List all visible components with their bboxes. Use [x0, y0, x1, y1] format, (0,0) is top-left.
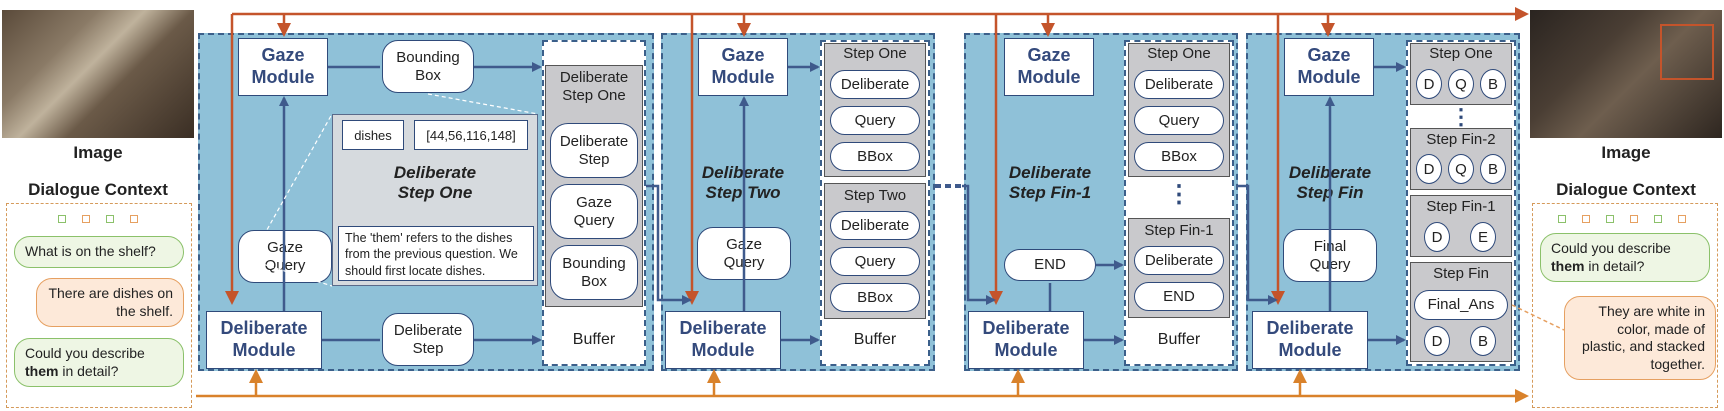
right-context-box	[1532, 203, 1718, 408]
stage4-step-fin1-d: D	[1424, 222, 1450, 252]
stage3-gaze-module: Gaze Module	[1004, 38, 1094, 96]
stage1-zoom-label: Deliberate Step One	[393, 163, 477, 202]
stage3-group-2-title: Step Fin-1	[1144, 222, 1214, 239]
left-bubble-answer1: There are dishes on the shelf.	[36, 278, 184, 327]
right-bubble-question: Could you describe them in detail?	[1540, 233, 1710, 282]
stage1-buffer-item-3: Bounding Box	[550, 245, 638, 300]
input-image	[2, 10, 194, 138]
stage4-step-one-d: D	[1416, 69, 1442, 99]
stage3-end-pill: END	[1004, 249, 1096, 281]
stage1-deliberate-step-pill: Deliberate Step	[382, 313, 474, 366]
stage4-deliberate-module: Deliberate Module	[1252, 311, 1368, 369]
stage3-buffer-label: Buffer	[1157, 331, 1201, 348]
stage4-step-fin2-d: D	[1416, 154, 1442, 184]
stage4-step-label: Deliberate Step Fin	[1288, 163, 1372, 202]
stage1-gaze-module: Gaze Module	[238, 38, 328, 96]
right-context-title: Dialogue Context	[1556, 180, 1696, 199]
stage1-bounding-box-pill: Bounding Box	[382, 40, 474, 93]
stage4-step-fin2-q: Q	[1448, 154, 1474, 184]
stage2-gaze-module: Gaze Module	[698, 38, 788, 96]
stage3-deliberate-module: Deliberate Module	[968, 311, 1084, 369]
right-bubble-answer: They are white in color, made of plastic…	[1564, 296, 1716, 380]
stage4-step-fin-b: B	[1470, 326, 1496, 356]
stage4-step-fin-d: D	[1424, 326, 1450, 356]
stage4-gaze-module: Gaze Module	[1284, 38, 1374, 96]
left-context-title: Dialogue Context	[28, 180, 168, 199]
stage3-group-1-item-3: BBox	[1134, 142, 1224, 171]
stage2-group-1-item-3: BBox	[830, 142, 920, 171]
right-image-caption: Image	[1601, 143, 1651, 162]
stage2-group-1-item-1: Deliberate	[830, 70, 920, 99]
zoom-coords-box: [44,56,116,148]	[414, 120, 528, 150]
stage1-buffer-title: Deliberate Step One	[559, 69, 629, 104]
stage1-deliberate-module: Deliberate Module	[206, 311, 322, 369]
stage2-group-2-item-1: Deliberate	[830, 211, 920, 240]
stage2-group-2-item-2: Query	[830, 247, 920, 276]
stage3-group-1-title: Step One	[1147, 45, 1211, 62]
stage1-buffer-label: Buffer	[572, 331, 616, 348]
stage4-ellipsis: ⋮	[1450, 104, 1472, 129]
output-image-focus-box	[1660, 24, 1714, 80]
stage4-step-fin1-title: Step Fin-1	[1426, 198, 1496, 215]
right-context-dots	[1558, 215, 1698, 225]
stage1-buffer-item-2: Gaze Query	[550, 184, 638, 239]
stage4-step-fin2-b: B	[1480, 154, 1506, 184]
stage2-deliberate-module: Deliberate Module	[665, 311, 781, 369]
stage3-step-label: Deliberate Step Fin-1	[1008, 163, 1092, 202]
stage2-group-1-title: Step One	[843, 45, 907, 62]
stage2-group-2-item-3: BBox	[830, 283, 920, 312]
stage1-buffer-item-1: Deliberate Step	[550, 123, 638, 178]
left-bubble-question2: Could you describe them in detail?	[14, 338, 184, 387]
stage3-ellipsis: ⋮	[1167, 181, 1191, 208]
left-context-dots	[58, 215, 178, 225]
left-bubble-question1: What is on the shelf?	[14, 236, 184, 268]
stage3-group-1-item-1: Deliberate	[1134, 70, 1224, 99]
zoom-reasoning-text: The 'them' refers to the dishes from the…	[338, 226, 534, 281]
stage4-step-one-q: Q	[1448, 69, 1474, 99]
stage2-group-1-item-2: Query	[830, 106, 920, 135]
stage4-step-fin2-title: Step Fin-2	[1426, 131, 1496, 148]
stage4-step-fin-title: Step Fin	[1433, 265, 1489, 282]
stage4-step-one-title: Step One	[1429, 45, 1493, 62]
stage3-group-2-item-2: END	[1134, 282, 1224, 311]
left-context-box	[6, 203, 192, 408]
zoom-tag-box: dishes	[342, 120, 404, 150]
stage4-final-answer-pill: Final_Ans	[1414, 290, 1508, 320]
stage3-group-1-item-2: Query	[1134, 106, 1224, 135]
stage4-step-fin1-e: E	[1470, 222, 1496, 252]
left-image-caption: Image	[73, 143, 123, 162]
stage3-group-2-item-1: Deliberate	[1134, 246, 1224, 275]
stage2-group-2-title: Step Two	[843, 187, 907, 204]
stage2-buffer-label: Buffer	[853, 331, 897, 348]
stage4-step-one-b: B	[1480, 69, 1506, 99]
output-image	[1530, 10, 1722, 138]
